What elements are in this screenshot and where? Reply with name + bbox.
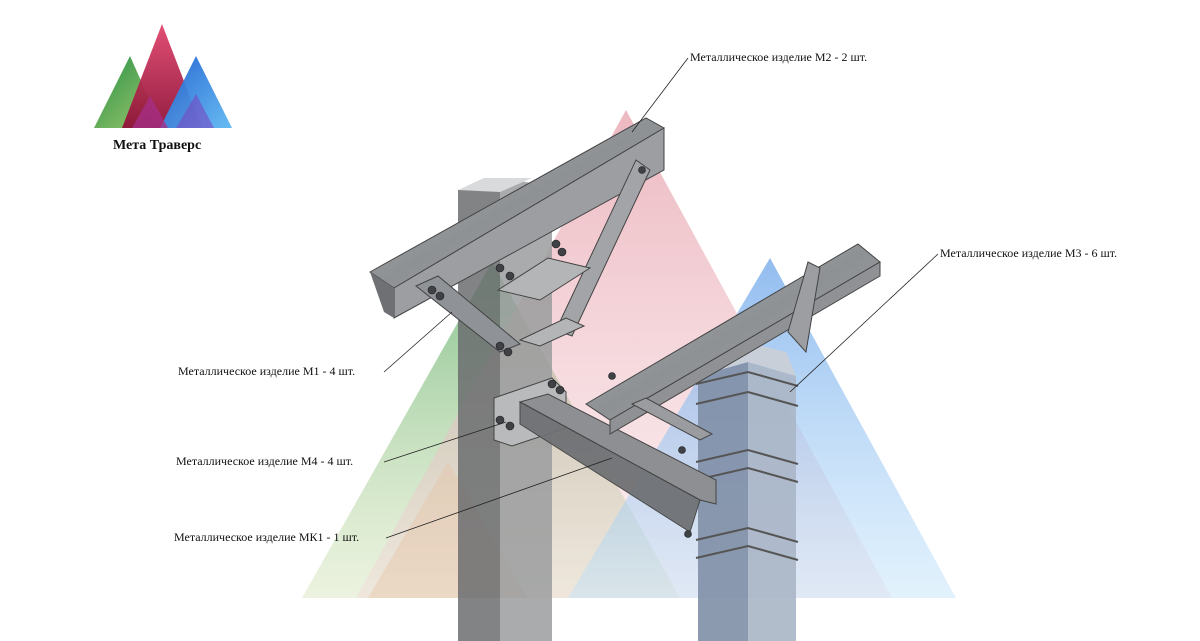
brand-logo-icon xyxy=(94,24,232,128)
callout-mk1: Металлическое изделие МК1 - 1 шт. xyxy=(174,530,360,544)
brand-name: Мета Траверс xyxy=(113,138,202,153)
right-pillar xyxy=(695,340,799,641)
callout-m1: Металлическое изделие М1 - 4 шт. xyxy=(178,364,356,378)
upper-traverse-beam xyxy=(369,117,666,319)
callout-m4: Металлическое изделие М4 - 4 шт. xyxy=(176,454,354,468)
callout-leader-lines xyxy=(383,57,939,539)
callout-m3: Металлическое изделие М3 - 6 шт. xyxy=(940,246,1118,260)
bolt-heads xyxy=(427,166,692,538)
callout-m2: Металлическое изделие М2 - 2 шт. xyxy=(690,50,868,64)
right-upper-beam xyxy=(585,243,881,441)
